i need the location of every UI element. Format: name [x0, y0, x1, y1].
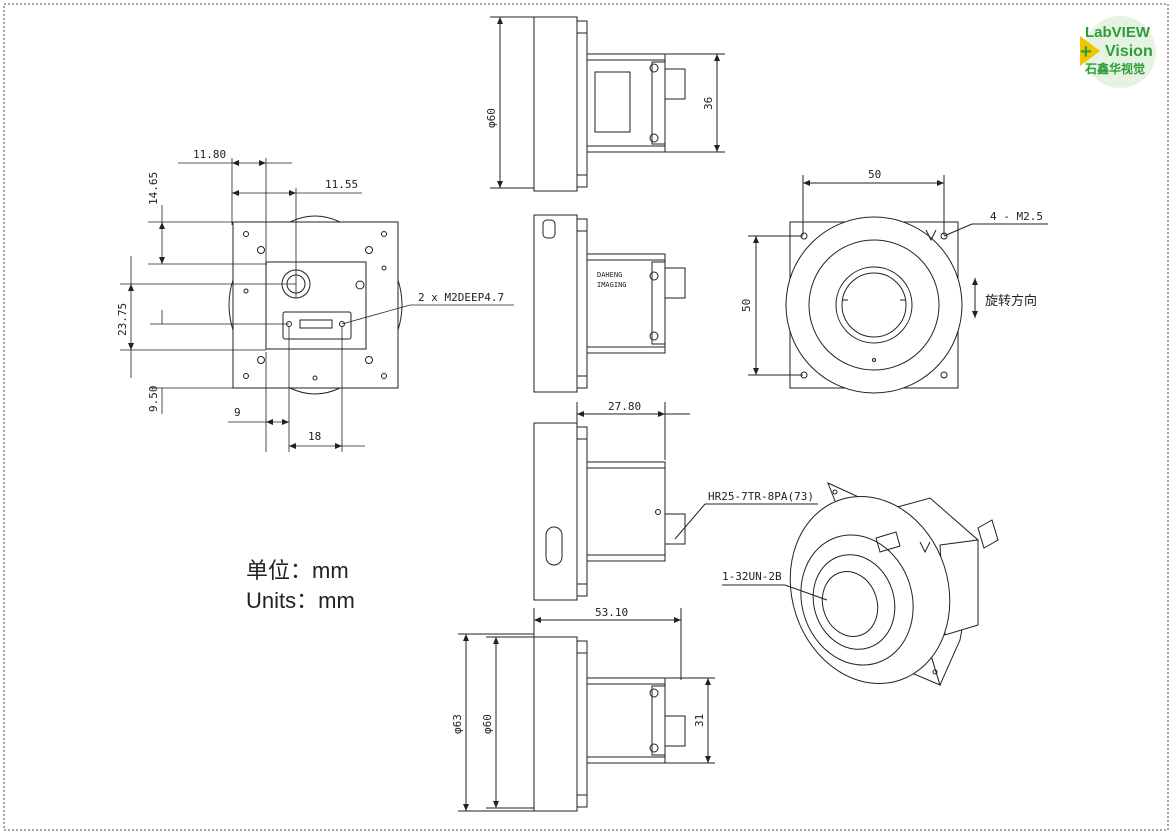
logo-cn: 石鑫华视觉 [1084, 61, 1145, 76]
dim-36: 36 [702, 97, 715, 110]
rotation-direction: 旋转方向 [985, 293, 1037, 309]
logo-circle [1084, 16, 1156, 88]
logo-plus: + [1080, 41, 1092, 63]
dim-11-80: 11.80 [193, 148, 226, 161]
daheng-logo-1: DAHENG [597, 271, 622, 279]
side-view-third [533, 402, 818, 601]
units-cn: 单位：mm [246, 558, 349, 583]
dim-53-10: 53.10 [595, 606, 628, 619]
dim-27-80: 27.80 [608, 400, 641, 413]
dim-phi60-top: φ60 [485, 108, 498, 128]
front-view-labels: 11.80 11.55 14.65 23.75 9.50 9 18 2 x M2… [116, 148, 504, 443]
brand-logo: + LabVIEW Vision 石鑫华视觉 [1080, 16, 1156, 88]
dim-31: 31 [693, 714, 706, 727]
dim-phi60-bottom: φ60 [481, 714, 494, 734]
side-view-top [490, 16, 725, 192]
units-en: Units：mm [246, 588, 355, 613]
dim-9-50: 9.50 [147, 386, 160, 413]
daheng-logo-2: IMAGING [597, 281, 627, 289]
front-view [228, 215, 403, 395]
logo-line1: LabVIEW [1085, 24, 1151, 41]
side-view-bottom [458, 608, 715, 812]
page-frame [3, 3, 1169, 831]
side-view-mid [533, 214, 686, 393]
thread-callout: 1-32UN-2B [722, 570, 782, 583]
holes-callout: 4 - M2.5 [990, 210, 1043, 223]
dim-50-height: 50 [740, 299, 753, 312]
dim-phi63: φ63 [451, 714, 464, 734]
dim-14-65: 14.65 [147, 172, 160, 205]
front-view-dimensions [120, 158, 514, 452]
dim-23-75: 23.75 [116, 303, 129, 336]
screw-callout: 2 x M2DEEP4.7 [418, 291, 504, 304]
iso-view [722, 482, 999, 687]
connector-callout: HR25-7TR-8PA(73) [708, 490, 814, 503]
dim-11-55: 11.55 [325, 178, 358, 191]
dim-9: 9 [234, 406, 241, 419]
play-icon [1080, 36, 1100, 66]
dim-18: 18 [308, 430, 321, 443]
logo-line2: Vision [1105, 43, 1153, 60]
back-view [748, 175, 1048, 394]
dim-50-width: 50 [868, 168, 881, 181]
